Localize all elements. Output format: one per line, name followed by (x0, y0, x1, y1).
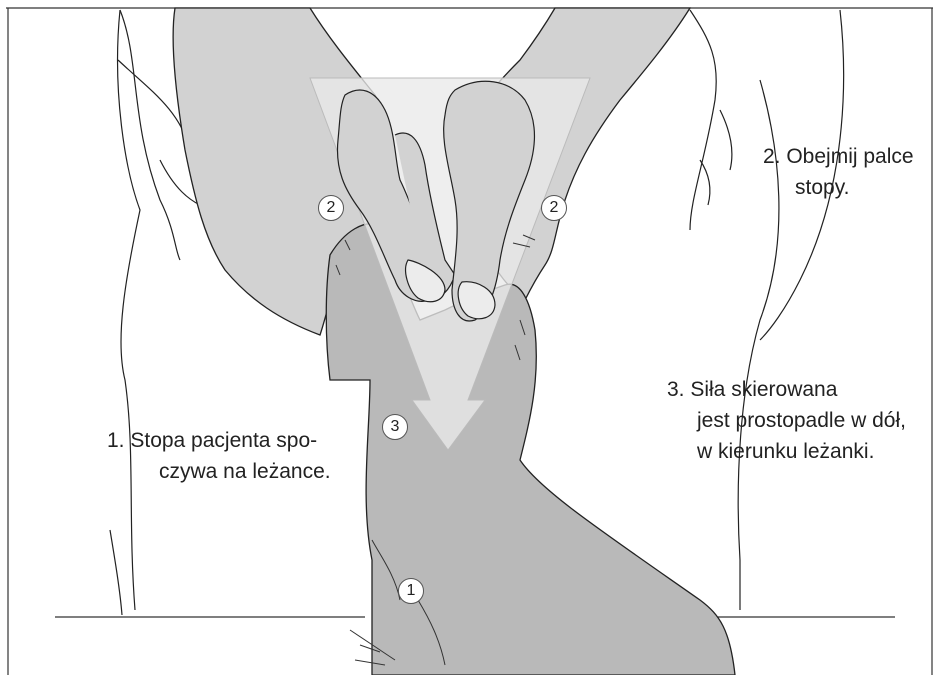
step-2-caption: 2. Obejmij palce stopy. (763, 141, 914, 203)
step-2-caption-line-2: stopy. (763, 172, 914, 203)
step-2-caption-line-1: 2. Obejmij palce (763, 141, 914, 172)
step-marker-3: 3 (382, 414, 408, 440)
step-1-caption-line-2: czywa na leżance. (107, 456, 331, 487)
step-3-caption-line-1: 3. Siła skierowana (667, 374, 906, 405)
step-marker-2-left: 2 (318, 195, 344, 221)
step-3-caption: 3. Siła skierowana jest prostopadle w dó… (667, 374, 906, 467)
step-3-caption-line-2: jest prostopadle w dół, (667, 405, 906, 436)
step-marker-1: 1 (398, 578, 424, 604)
step-1-caption: 1. Stopa pacjenta spo- czywa na leżance. (107, 425, 331, 487)
step-3-caption-line-3: w kierunku leżanki. (667, 436, 906, 467)
step-1-caption-line-1: 1. Stopa pacjenta spo- (107, 425, 331, 456)
step-marker-2-right: 2 (541, 195, 567, 221)
